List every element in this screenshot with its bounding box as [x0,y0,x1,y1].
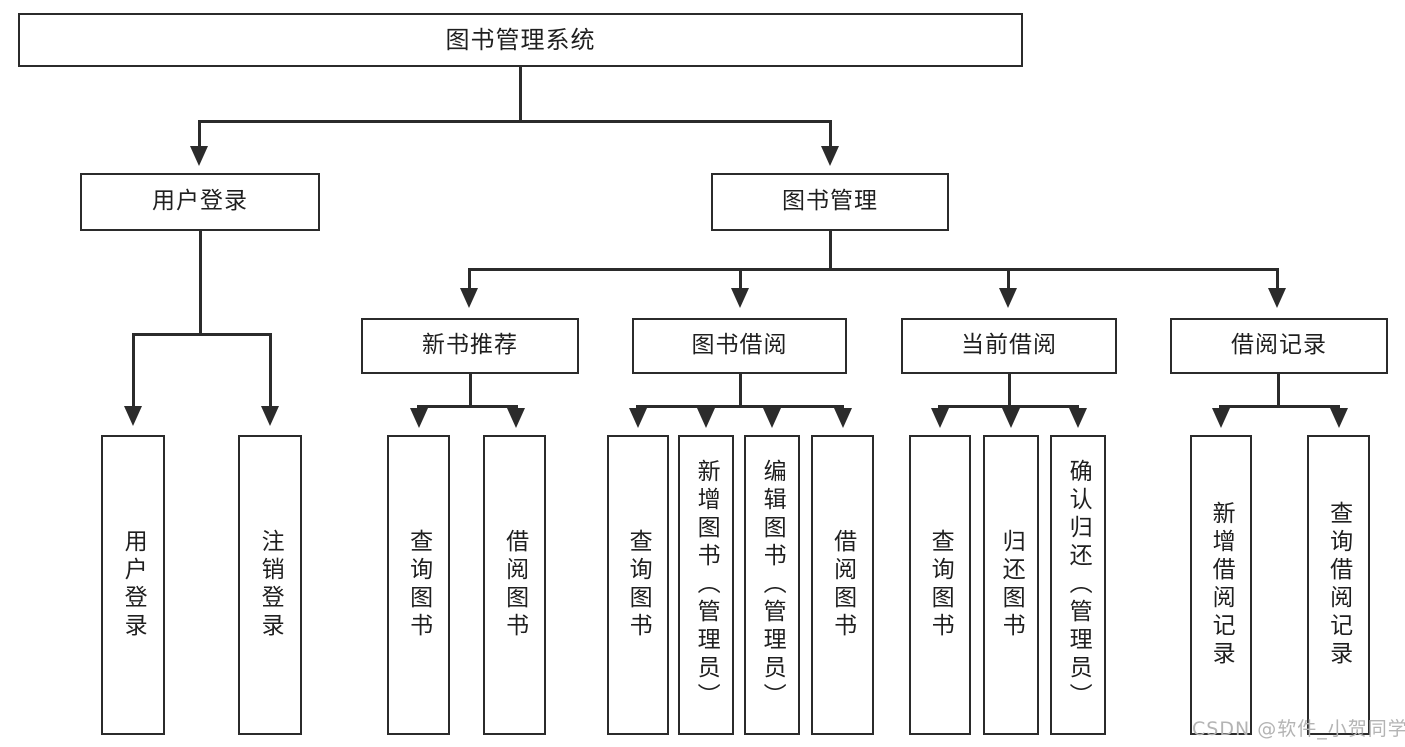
arrow-to-user-login [190,146,208,166]
edge-level2-bus [468,268,1279,271]
node-leaf-user-login[interactable]: 用户登录 [101,435,165,735]
node-leaf-add-book-admin[interactable]: 新增图书（管理员） [678,435,734,735]
node-current-borrow[interactable]: 当前借阅 [901,318,1117,374]
edge-level1-drop-left [198,120,201,148]
node-label: 确认归还（管理员） [1065,459,1092,711]
node-leaf-return-book[interactable]: 归还图书 [983,435,1039,735]
arrow-to-current-borrow [999,288,1017,308]
edge-level2-drop-2 [1007,268,1010,290]
edge-root-stem [519,67,522,122]
node-leaf-query-book-current[interactable]: 查询图书 [909,435,971,735]
edge-userlogin-stem [199,231,202,335]
arrow-to-record-add [1212,408,1230,428]
arrow-to-user-login-leaf [124,406,142,426]
node-label: 图书管理 [782,188,878,215]
node-label: 查询图书 [625,529,652,641]
arrow-to-book-management [821,146,839,166]
node-leaf-borrow-book-recommend[interactable]: 借阅图书 [483,435,546,735]
arrow-to-borrow-add-book [697,408,715,428]
edge-record-drop-0 [1219,405,1222,410]
edge-borrow-stem [739,374,742,408]
edge-level2-drop-0 [468,268,471,290]
edge-current-drop-1 [1009,405,1012,410]
edge-userlogin-bus [132,333,272,336]
edge-borrow-drop-3 [841,405,844,410]
edge-level2-drop-1 [739,268,742,290]
node-label: 查询图书 [927,529,954,641]
edge-recommend-bus [417,405,518,408]
edge-current-bus [938,405,1078,408]
node-leaf-query-book-recommend[interactable]: 查询图书 [387,435,450,735]
edge-recommend-drop-1 [515,405,518,410]
node-label: 查询借阅记录 [1325,501,1352,669]
node-leaf-add-borrow-record[interactable]: 新增借阅记录 [1190,435,1252,735]
arrow-to-recommend-query-book [410,408,428,428]
node-root-library-system[interactable]: 图书管理系统 [18,13,1023,67]
node-label: 查询图书 [405,529,432,641]
edge-current-drop-2 [1076,405,1079,410]
edge-current-stem [1008,374,1011,408]
node-label: 注销登录 [257,529,284,641]
arrow-to-recommend-borrow-book [507,408,525,428]
node-leaf-logout[interactable]: 注销登录 [238,435,302,735]
node-leaf-confirm-return-admin[interactable]: 确认归还（管理员） [1050,435,1106,735]
node-label: 用户登录 [120,529,147,641]
arrow-to-current-return-book [1002,408,1020,428]
node-label: 图书管理系统 [445,25,596,54]
node-label: 借阅图书 [829,529,856,641]
arrow-to-logout-leaf [261,406,279,426]
node-borrow-record[interactable]: 借阅记录 [1170,318,1388,374]
edge-borrow-bus [636,405,844,408]
node-label: 归还图书 [998,529,1025,641]
arrow-to-borrow-query-book [629,408,647,428]
edge-bookmgmt-stem [829,231,832,270]
edge-userlogin-drop-1 [269,333,272,408]
node-label: 新书推荐 [422,332,518,359]
edge-level1-bus [198,120,832,123]
edge-borrow-drop-2 [770,405,773,410]
edge-userlogin-drop-0 [132,333,135,408]
node-label: 编辑图书（管理员） [759,459,786,711]
node-new-book-recommend[interactable]: 新书推荐 [361,318,579,374]
edge-borrow-drop-1 [704,405,707,410]
edge-borrow-drop-0 [636,405,639,410]
node-book-borrow[interactable]: 图书借阅 [632,318,847,374]
arrow-to-current-query-book [931,408,949,428]
node-leaf-query-book-borrow[interactable]: 查询图书 [607,435,669,735]
edge-record-drop-1 [1337,405,1340,410]
node-leaf-edit-book-admin[interactable]: 编辑图书（管理员） [744,435,800,735]
arrow-to-record-query [1330,408,1348,428]
node-label: 借阅图书 [501,529,528,641]
node-leaf-borrow-book[interactable]: 借阅图书 [811,435,874,735]
node-leaf-query-borrow-record[interactable]: 查询借阅记录 [1307,435,1370,735]
edge-recommend-drop-0 [417,405,420,410]
arrow-to-new-book-recommend [460,288,478,308]
node-label: 新增借阅记录 [1208,501,1235,669]
node-label: 新增图书（管理员） [693,459,720,711]
edge-recommend-stem [469,374,472,408]
node-label: 图书借阅 [691,332,788,359]
edge-current-drop-0 [938,405,941,410]
node-label: 当前借阅 [961,332,1057,359]
arrow-to-current-confirm-return [1069,408,1087,428]
arrow-to-book-borrow [731,288,749,308]
node-book-management[interactable]: 图书管理 [711,173,949,231]
node-label: 用户登录 [152,188,248,215]
edge-record-bus [1219,405,1340,408]
edge-level2-drop-3 [1276,268,1279,290]
node-user-login[interactable]: 用户登录 [80,173,320,231]
edge-level1-drop-right [829,120,832,148]
arrow-to-borrow-borrow-book [834,408,852,428]
edge-record-stem [1277,374,1280,408]
arrow-to-borrow-record [1268,288,1286,308]
arrow-to-borrow-edit-book [763,408,781,428]
node-label: 借阅记录 [1231,332,1327,359]
